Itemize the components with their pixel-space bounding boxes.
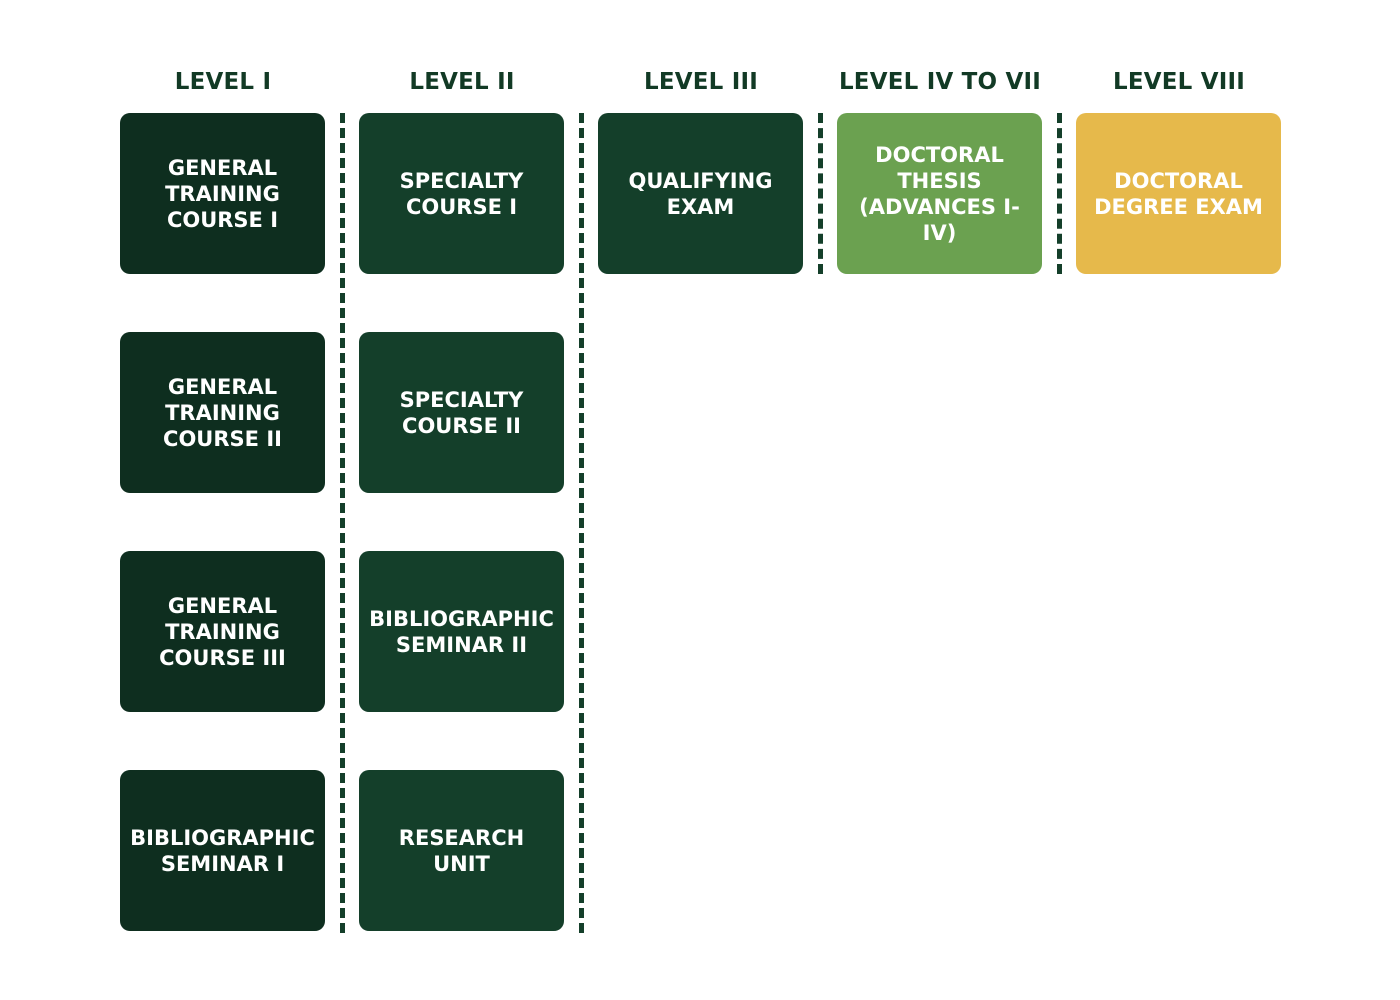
specialty-course-i-box: SPECIALTY COURSE I [359,113,564,274]
level-iv-to-vii-header: LEVEL IV TO VII [838,69,1042,95]
specialty-course-ii-box: SPECIALTY COURSE II [359,332,564,493]
level-ii-header: LEVEL II [409,69,515,95]
divider-level-iv-viii [1057,113,1062,274]
divider-level-iii-iv [818,113,823,274]
bibliographic-seminar-i-box: BIBLIOGRAPHIC SEMINAR I [120,770,325,931]
general-training-course-i-box: GENERAL TRAINING COURSE I [120,113,325,274]
level-viii-header: LEVEL VIII [1112,69,1245,95]
divider-level-ii-iii [579,113,584,933]
level-iii-header: LEVEL III [643,69,758,95]
research-unit-box: RESEARCH UNIT [359,770,564,931]
general-training-course-iii-box: GENERAL TRAINING COURSE III [120,551,325,712]
divider-level-i-ii [340,113,345,933]
general-training-course-ii-box: GENERAL TRAINING COURSE II [120,332,325,493]
bibliographic-seminar-ii-box: BIBLIOGRAPHIC SEMINAR II [359,551,564,712]
level-i-header: LEVEL I [174,69,272,95]
doctoral-degree-exam-box: DOCTORAL DEGREE EXAM [1076,113,1281,274]
doctoral-thesis-box: DOCTORAL THESIS (ADVANCES I-IV) [837,113,1042,274]
qualifying-exam-box: QUALIFYING EXAM [598,113,803,274]
